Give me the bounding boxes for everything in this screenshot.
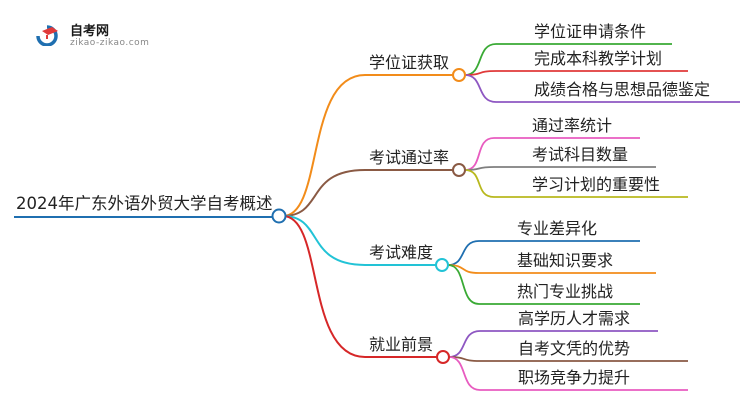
logo: 自考网 zikao-zikao.com	[30, 18, 160, 50]
branch-connector	[282, 74, 366, 217]
leaf-node: 自考文凭的优势	[518, 339, 631, 358]
leaf-node: 职场竞争力提升	[518, 368, 631, 387]
leaf-connector	[464, 169, 495, 198]
branch-node: 考试难度	[369, 243, 434, 262]
branch-node: 考试通过率	[369, 148, 450, 167]
logo-subtitle: zikao-zikao.com	[70, 38, 150, 48]
leaf-node: 完成本科教学计划	[534, 49, 663, 68]
leaf-node: 学位证申请条件	[534, 22, 647, 41]
graduation-cap-icon	[36, 25, 58, 46]
leaf-connector	[448, 330, 481, 358]
leaf-node: 学习计划的重要性	[532, 175, 661, 194]
branch-node-circle	[452, 68, 466, 82]
leaf-connector	[464, 137, 495, 171]
branch-node-circle	[435, 258, 449, 272]
leaf-node: 热门专业挑战	[517, 282, 614, 301]
leaf-connector	[448, 356, 481, 391]
branch-node-circle	[436, 350, 450, 364]
root-node-circle	[271, 208, 287, 224]
leaf-connector	[447, 240, 480, 266]
leaf-node: 考试科目数量	[532, 145, 629, 164]
branch-node: 就业前景	[369, 335, 434, 354]
leaf-node: 通过率统计	[532, 116, 613, 135]
leaf-node: 高学历人才需求	[518, 309, 631, 328]
leaf-connector	[464, 70, 497, 76]
leaf-connector	[447, 264, 480, 305]
branch-node-circle	[452, 163, 466, 177]
leaf-connector	[464, 74, 497, 103]
branch-node: 学位证获取	[369, 53, 450, 72]
branch-connector	[282, 215, 366, 266]
branch-connector	[282, 169, 366, 217]
branch-connector	[282, 215, 366, 358]
leaf-node: 成绩合格与思想品德鉴定	[534, 80, 711, 99]
leaf-node: 专业差异化	[517, 219, 598, 238]
logo-title: 自考网	[70, 24, 110, 39]
leaf-node: 基础知识要求	[517, 251, 614, 270]
root-node: 2024年广东外语外贸大学自考概述	[16, 194, 273, 213]
